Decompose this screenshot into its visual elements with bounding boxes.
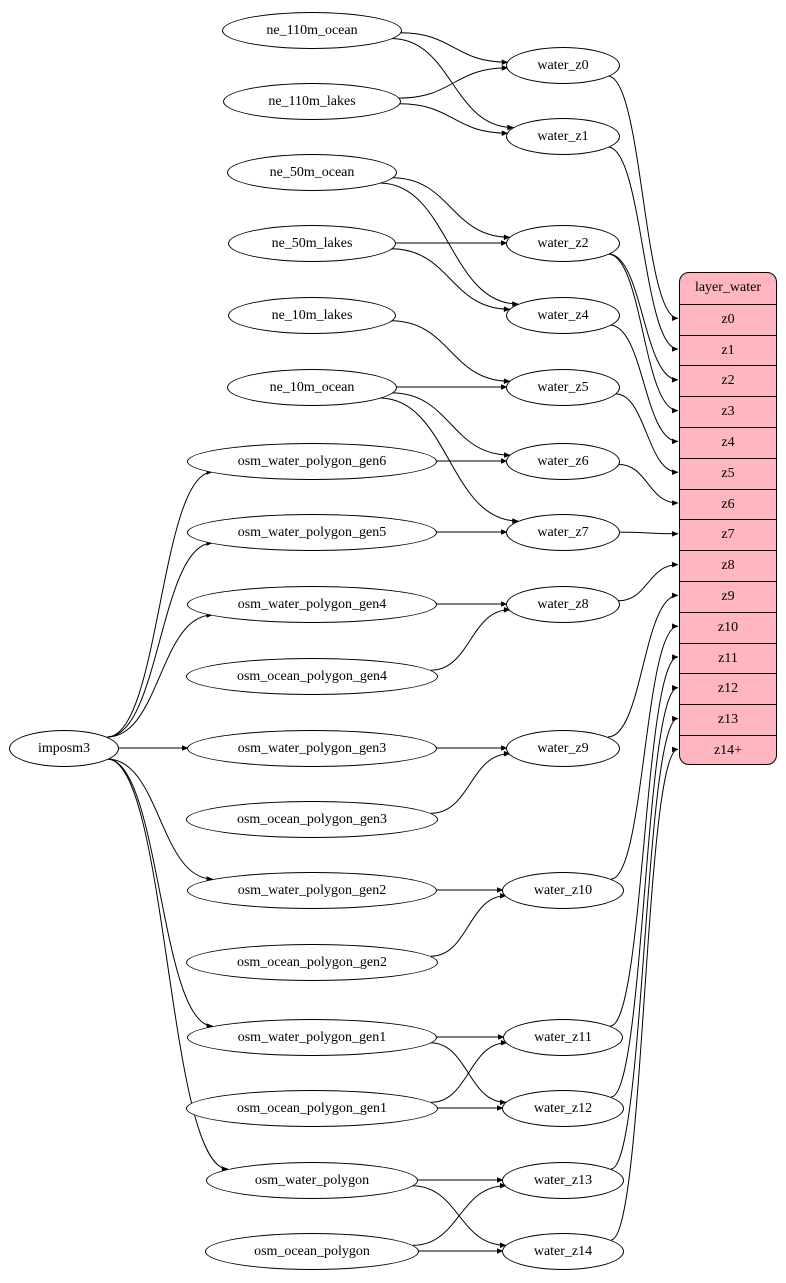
edge-water_z11-to-layer_water-z11 bbox=[610, 654, 679, 1027]
node-water_z12: water_z12 bbox=[502, 1089, 624, 1127]
layer-water-row-z13: z13 bbox=[680, 704, 776, 735]
layer-water-row-z9: z9 bbox=[680, 580, 776, 612]
node-water_z4: water_z4 bbox=[506, 296, 620, 334]
node-water_z7: water_z7 bbox=[506, 513, 620, 551]
edge-water_z6-to-layer_water-z6 bbox=[618, 463, 679, 506]
layer-water-row-z7: z7 bbox=[680, 519, 776, 550]
node-osm_water_polygon_gen3: osm_water_polygon_gen3 bbox=[187, 729, 437, 767]
node-osm_water_polygon_gen5: osm_water_polygon_gen5 bbox=[187, 513, 437, 551]
node-water_z5: water_z5 bbox=[506, 368, 620, 406]
layer-water-title: layer_water bbox=[694, 280, 762, 295]
edge-osm_water_polygon-to-water_z14 bbox=[411, 1185, 507, 1249]
edge-ne_50m_ocean-to-water_z2 bbox=[391, 177, 511, 241]
edge-water_z10-to-layer_water-z10 bbox=[610, 623, 679, 880]
node-osm_water_polygon_gen6: osm_water_polygon_gen6 bbox=[187, 442, 437, 480]
node-osm_water_polygon_gen4: osm_water_polygon_gen4 bbox=[187, 585, 437, 623]
layer-water-row-z0: z0 bbox=[680, 303, 776, 335]
edge-ne_110m_ocean-to-water_z1 bbox=[390, 38, 514, 131]
node-water_z10: water_z10 bbox=[502, 871, 624, 909]
edge-water_z7-to-layer_water-z7 bbox=[618, 530, 679, 537]
edge-imposm3-to-osm_water_polygon_gen5 bbox=[107, 540, 213, 738]
edge-ne_110m_ocean-to-water_z0 bbox=[399, 32, 509, 65]
edge-water_z14-to-layer_water-z14+ bbox=[610, 746, 679, 1241]
node-osm_ocean_polygon_gen4: osm_ocean_polygon_gen4 bbox=[186, 657, 438, 695]
edge-ne_10m_ocean-to-water_z6 bbox=[391, 392, 511, 458]
layer-water-row-z14+: z14+ bbox=[680, 734, 776, 764]
layer-water-row-z4: z4 bbox=[680, 426, 776, 458]
node-water_z0: water_z0 bbox=[506, 46, 620, 84]
node-water_z8: water_z8 bbox=[506, 585, 620, 623]
edge-water_z9-to-layer_water-z9 bbox=[607, 592, 679, 738]
layer-water-row-z11: z11 bbox=[680, 642, 776, 674]
edge-water_z8-to-layer_water-z8 bbox=[618, 561, 679, 602]
layer-water-row-z6: z6 bbox=[680, 488, 776, 520]
node-water_z1: water_z1 bbox=[506, 117, 620, 155]
edge-osm_water_polygon_gen1-to-water_z12 bbox=[429, 1042, 507, 1106]
edge-osm_ocean_polygon_gen3-to-water_z9 bbox=[430, 750, 511, 814]
edge-osm_ocean_polygon_gen4-to-water_z8 bbox=[430, 607, 511, 671]
edge-ne_110m_lakes-to-water_z1 bbox=[398, 103, 509, 136]
edge-osm_ocean_polygon-to-water_z13 bbox=[412, 1182, 507, 1246]
layer-water-row-z12: z12 bbox=[680, 673, 776, 704]
edge-water_z0-to-layer_water-z0 bbox=[607, 75, 679, 321]
node-imposm3: imposm3 bbox=[9, 729, 119, 767]
node-osm_water_polygon_gen1: osm_water_polygon_gen1 bbox=[187, 1018, 437, 1056]
node-osm_water_polygon: osm_water_polygon bbox=[206, 1161, 418, 1199]
node-water_z13: water_z13 bbox=[502, 1161, 624, 1199]
edge-ne_10m_lakes-to-water_z5 bbox=[390, 320, 511, 384]
node-osm_ocean_polygon_gen3: osm_ocean_polygon_gen3 bbox=[186, 800, 438, 838]
node-ne_50m_lakes: ne_50m_lakes bbox=[228, 224, 396, 262]
layer-water-row-z1: z1 bbox=[680, 334, 776, 366]
edge-osm_ocean_polygon_gen1-to-water_z11 bbox=[430, 1039, 508, 1103]
layer-water-row-z8: z8 bbox=[680, 550, 776, 581]
node-osm_ocean_polygon: osm_ocean_polygon bbox=[205, 1232, 419, 1270]
node-ne_110m_lakes: ne_110m_lakes bbox=[223, 82, 401, 120]
node-ne_110m_ocean: ne_110m_ocean bbox=[222, 11, 402, 49]
edge-water_z4-to-layer_water-z4 bbox=[609, 324, 679, 445]
node-osm_water_polygon_gen2: osm_water_polygon_gen2 bbox=[187, 871, 437, 909]
edge-water_z5-to-layer_water-z5 bbox=[614, 393, 679, 475]
node-osm_ocean_polygon_gen1: osm_ocean_polygon_gen1 bbox=[186, 1089, 438, 1127]
edge-ne_110m_lakes-to-water_z0 bbox=[398, 65, 509, 99]
node-water_z14: water_z14 bbox=[502, 1232, 624, 1270]
edge-water_z13-to-layer_water-z13 bbox=[610, 715, 679, 1170]
layer-water-row-z10: z10 bbox=[680, 611, 776, 643]
edge-ne_50m_ocean-to-water_z4 bbox=[379, 182, 519, 307]
layer-water-row-z3: z3 bbox=[680, 396, 776, 427]
node-water_z2: water_z2 bbox=[506, 224, 620, 262]
node-ne_50m_ocean: ne_50m_ocean bbox=[227, 153, 397, 191]
edge-osm_ocean_polygon_gen2-to-water_z10 bbox=[430, 893, 507, 957]
node-water_z11: water_z11 bbox=[503, 1018, 623, 1056]
node-water_z6: water_z6 bbox=[506, 442, 620, 480]
node-water_z9: water_z9 bbox=[506, 729, 620, 767]
layer-water-row-z2: z2 bbox=[680, 365, 776, 396]
edge-ne_50m_lakes-to-water_z4 bbox=[390, 248, 511, 312]
node-ne_10m_lakes: ne_10m_lakes bbox=[228, 296, 396, 334]
node-ne_10m_ocean: ne_10m_ocean bbox=[227, 368, 397, 406]
layer-water-row-z5: z5 bbox=[680, 457, 776, 489]
node-osm_ocean_polygon_gen2: osm_ocean_polygon_gen2 bbox=[186, 943, 438, 981]
